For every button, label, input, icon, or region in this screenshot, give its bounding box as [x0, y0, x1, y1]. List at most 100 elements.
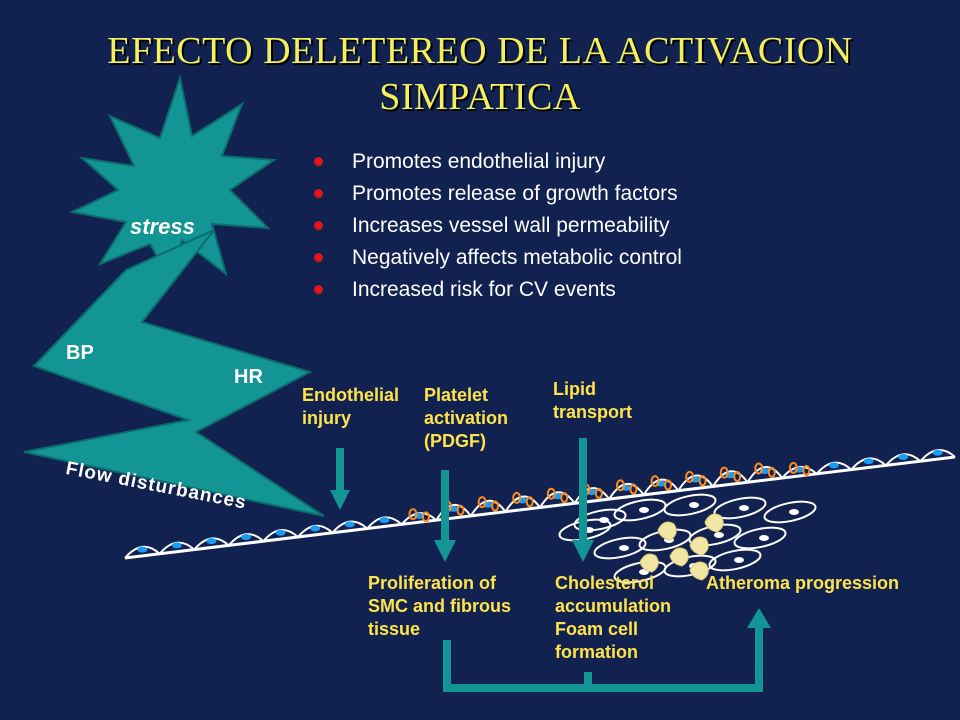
bullet-dot-icon	[314, 221, 323, 230]
smooth-muscle-cell	[613, 498, 667, 522]
title-line-1: EFECTO DELETEREO DE LA ACTIVACION	[107, 30, 853, 72]
endothelial-cell	[435, 504, 472, 521]
lipid-droplet	[615, 479, 625, 492]
lipid-droplet	[719, 466, 729, 479]
bullet-item: Promotes endothelial injury	[312, 146, 682, 178]
endothelial-cell	[469, 499, 507, 517]
lipid-droplet	[512, 491, 522, 504]
lipid-droplet	[733, 471, 742, 483]
endothelial-cell	[642, 478, 680, 496]
stress-label: stress	[130, 214, 195, 239]
cell-nucleus	[310, 525, 321, 532]
lipid-droplet	[421, 511, 430, 523]
lipid-droplet	[788, 461, 798, 474]
lipid-droplet	[754, 462, 764, 475]
smooth-muscle-cell	[663, 493, 717, 517]
cell-nucleus	[789, 509, 799, 515]
lipid-droplet	[477, 496, 487, 509]
lightning-bolt-shape	[23, 229, 325, 517]
bullet-item: Negatively affects metabolic control	[312, 242, 682, 274]
bullet-dot-icon	[314, 189, 323, 198]
atheroma-progression-label: Atheroma progression	[706, 573, 900, 593]
cholesterol-crystal	[639, 553, 659, 573]
bullet-dot-icon	[314, 157, 323, 166]
cholesterol-crystal	[689, 536, 709, 556]
endothelial-cell	[539, 491, 576, 509]
smooth-muscle-cell	[593, 536, 647, 560]
bullet-item: Promotes release of growth factors	[312, 178, 682, 210]
lipid-droplet	[594, 487, 603, 499]
hr-label: HR	[234, 366, 263, 388]
lipid-droplet	[629, 483, 638, 495]
smooth-muscle-cell	[708, 548, 762, 572]
endothelial-cell	[677, 474, 714, 492]
cholesterol-crystal	[669, 547, 689, 567]
foam-cell-cluster	[558, 493, 817, 584]
cell-nucleus	[137, 546, 148, 553]
lipid-droplet	[802, 465, 811, 477]
bullet-dot-icon	[314, 285, 323, 294]
endothelial-cell	[573, 487, 610, 504]
smooth-muscle-cell	[573, 508, 627, 532]
cell-nucleus	[241, 533, 252, 540]
atheroma-arrow-icon	[747, 608, 771, 628]
smooth-muscle-cell	[763, 500, 817, 524]
lipid-droplet	[456, 504, 465, 516]
endothelial-cell	[504, 495, 541, 513]
lipid-droplet	[491, 500, 500, 512]
cell-nucleus	[734, 557, 744, 563]
cell-nucleus	[898, 454, 909, 461]
lipid-droplet	[664, 479, 673, 491]
cell-nucleus	[739, 505, 749, 511]
bullet-list: Promotes endothelial injury Promotes rel…	[312, 146, 682, 306]
cell-nucleus	[689, 502, 699, 508]
endothelial-cell	[608, 482, 645, 500]
lipid-arrow-icon	[572, 438, 594, 562]
lipid-droplet	[525, 496, 534, 508]
endothelial-cell	[712, 470, 749, 487]
cell-nucleus	[759, 535, 769, 541]
cell-nucleus	[379, 517, 390, 524]
slide-title: EFECTO DELETEREO DE LA ACTIVACION SIMPAT…	[0, 28, 960, 120]
stress-bolt	[23, 74, 325, 517]
cell-nucleus	[932, 449, 943, 456]
platelet-arrow-icon	[434, 470, 456, 562]
cell-nucleus	[275, 529, 286, 536]
cholesterol-crystal	[657, 521, 677, 541]
cell-nucleus	[206, 538, 217, 545]
lipid-droplet	[560, 492, 569, 504]
bullet-item: Increased risk for CV events	[312, 274, 682, 306]
lipid-droplet	[698, 475, 707, 487]
smooth-muscle-cell	[713, 496, 767, 520]
endothelial-cell-layer	[124, 449, 956, 559]
cell-nucleus	[639, 507, 649, 513]
lipid-droplet	[767, 466, 776, 478]
cell-nucleus	[828, 462, 839, 469]
bullet-dot-icon	[314, 253, 323, 262]
cell-nucleus	[863, 458, 874, 465]
bullet-item: Increases vessel wall permeability	[312, 210, 682, 242]
title-line-2: SIMPATICA	[379, 76, 581, 118]
lipid-droplet	[685, 470, 695, 483]
cholesterol-crystal	[689, 561, 709, 581]
lipid-droplet	[546, 487, 556, 500]
cell-nucleus	[714, 532, 724, 538]
cell-nucleus	[619, 545, 629, 551]
cell-nucleus	[171, 542, 182, 549]
smooth-muscle-cell	[733, 526, 787, 550]
lipid-droplet	[650, 475, 660, 488]
arrows	[330, 438, 771, 692]
endothelial-cell	[746, 466, 783, 483]
lipid-droplet	[408, 508, 418, 521]
cholesterol-crystal	[704, 513, 724, 533]
endothelial-arrow-icon	[330, 448, 350, 510]
cell-nucleus	[344, 521, 355, 528]
bracket-connector	[443, 624, 763, 692]
bp-label: BP	[66, 342, 94, 364]
